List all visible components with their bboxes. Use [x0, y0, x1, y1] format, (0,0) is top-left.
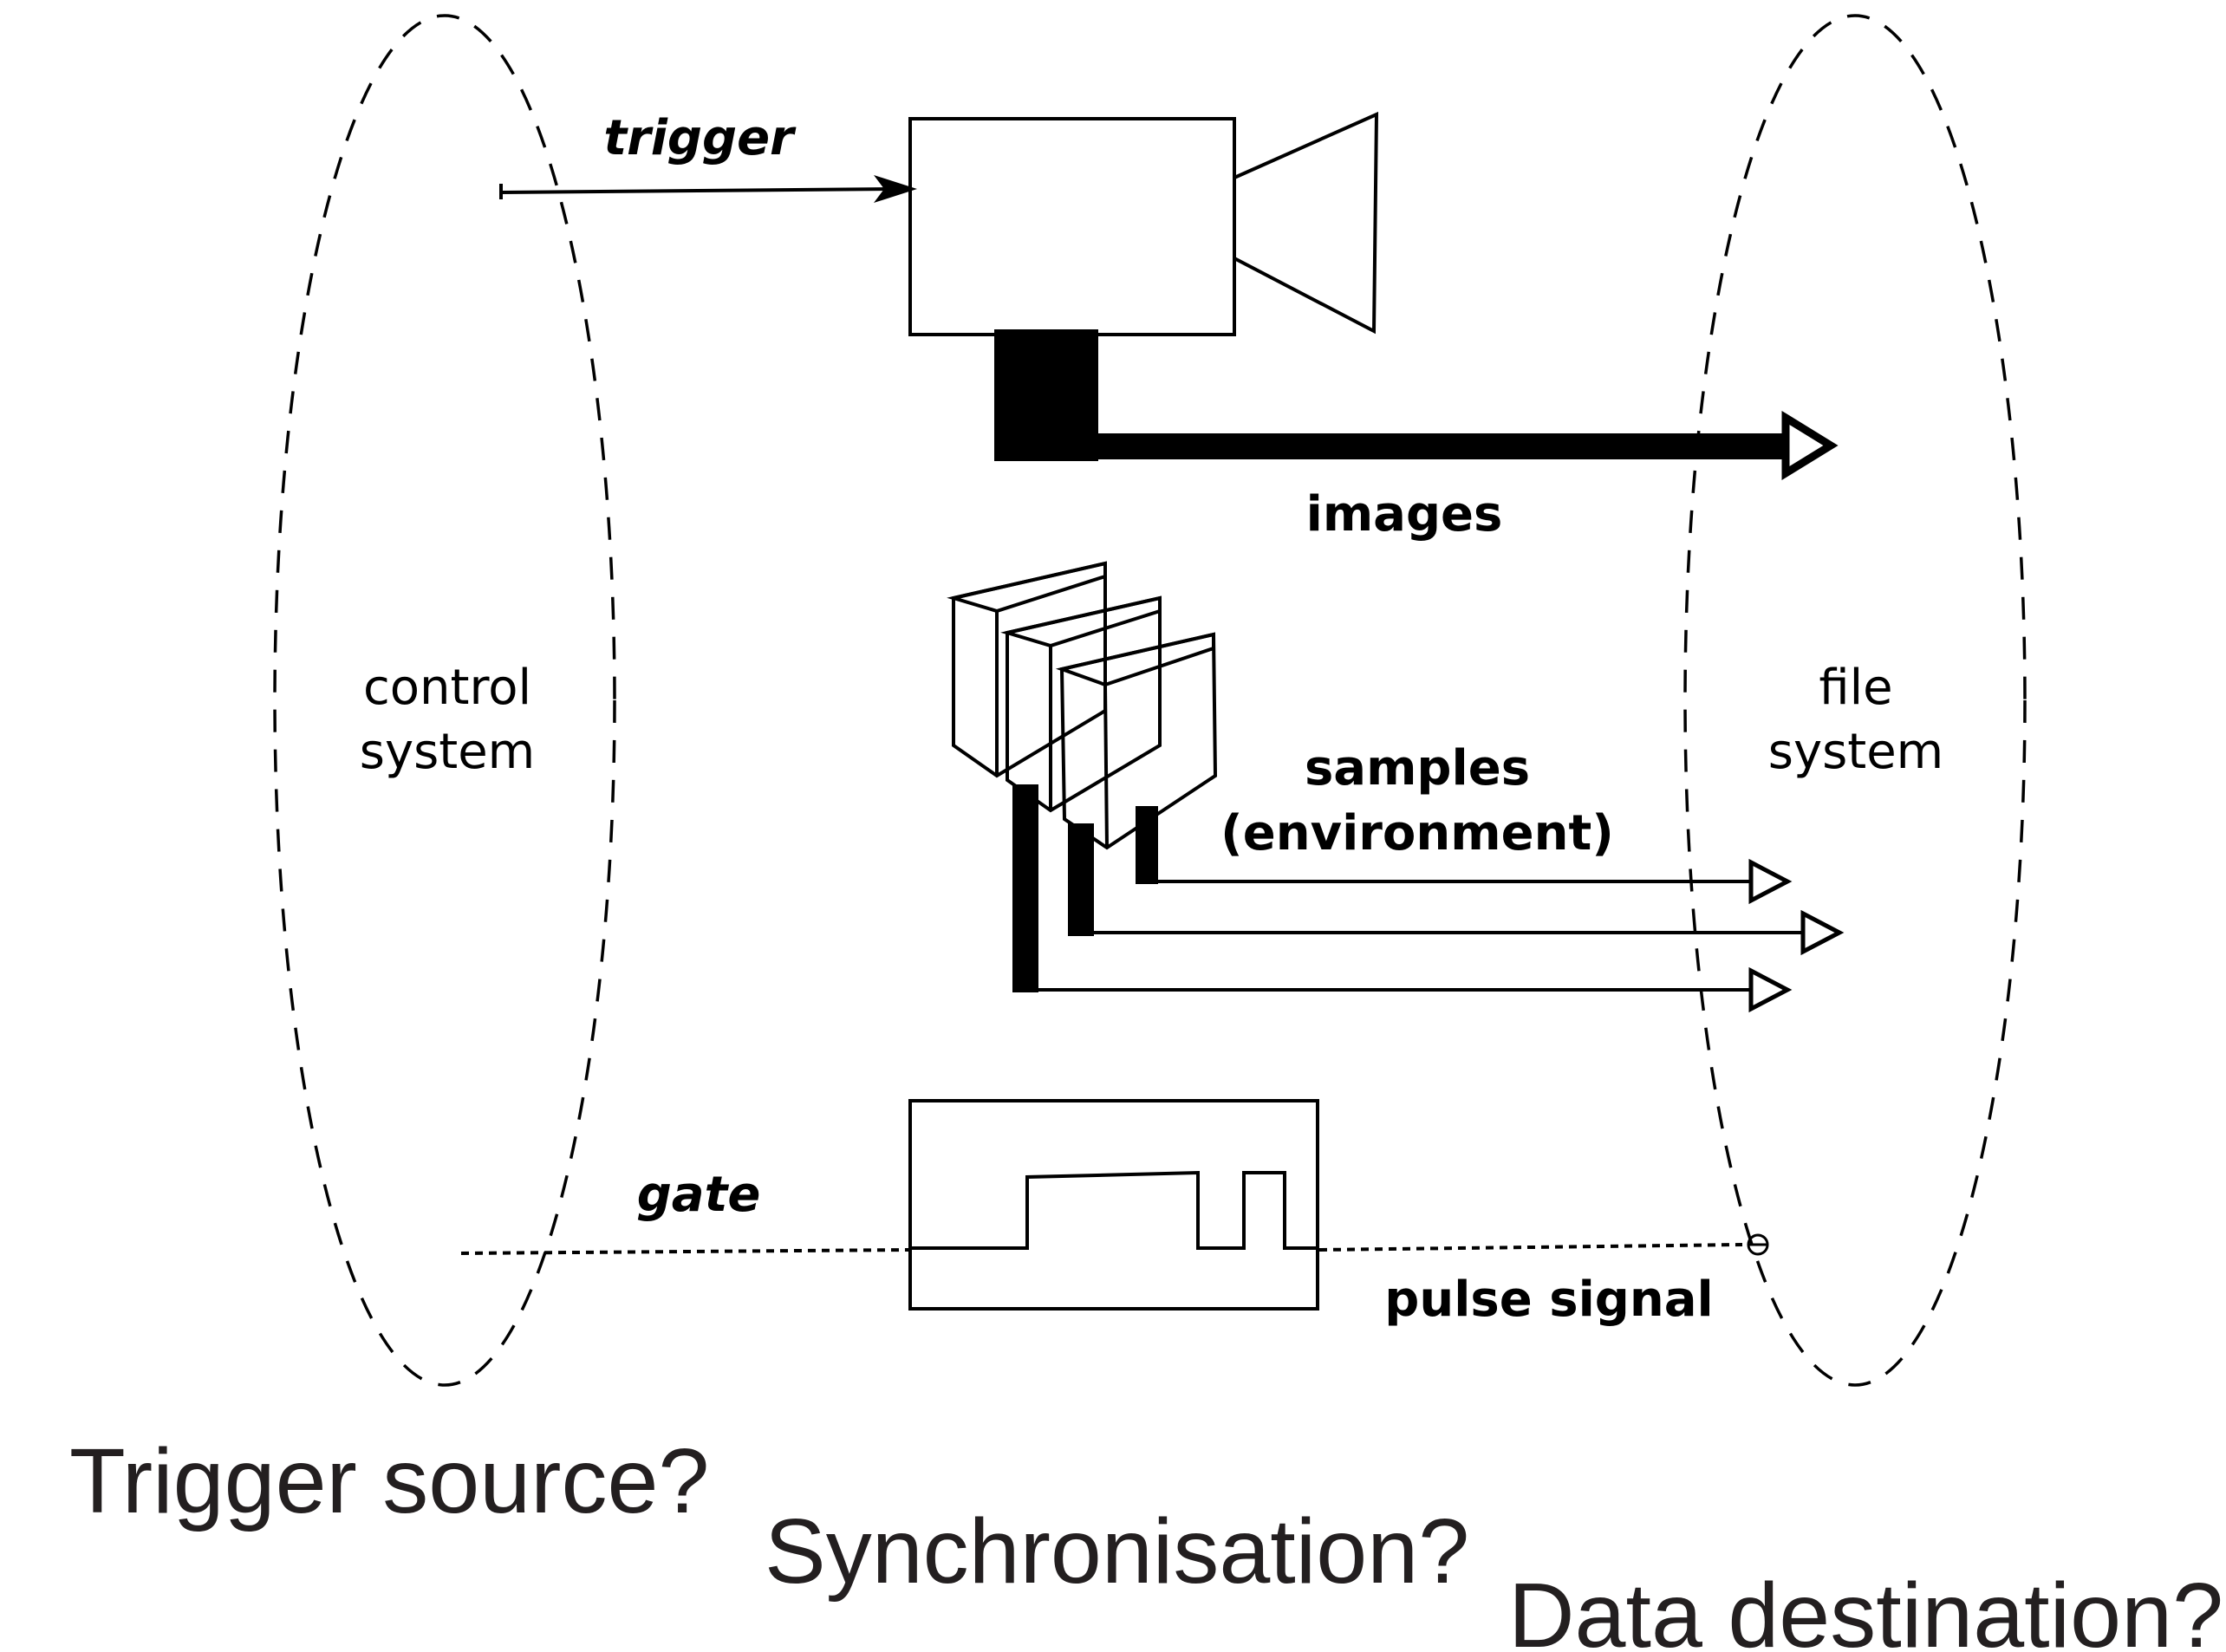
images-label: images — [1306, 486, 1503, 543]
pulse-signal-box — [908, 1099, 1319, 1311]
gate-label: gate — [637, 1167, 761, 1223]
sample-stem-3 — [1136, 806, 1158, 884]
sample-stem-1 — [1012, 784, 1038, 992]
synchronisation-question: Synchronisation? — [765, 1500, 1469, 1603]
images-arrow — [1097, 410, 1839, 481]
camera-icon — [908, 111, 1379, 461]
file-system-label-line1: file — [1819, 660, 1892, 716]
sensor-icon-2 — [1000, 595, 1162, 813]
control-system-label-line2: system — [360, 724, 535, 780]
trigger-arrow — [499, 175, 917, 203]
pulse-signal-endpoint-icon — [1747, 1233, 1769, 1256]
sensor-icon-1 — [947, 561, 1107, 778]
pulse-signal-label: pulse signal — [1384, 1272, 1713, 1328]
gate-line — [460, 1248, 909, 1255]
sample-stem-2 — [1068, 823, 1094, 936]
pulse-signal-line — [1318, 1243, 1743, 1252]
sensor-icon-3 — [1055, 632, 1218, 850]
trigger-label: trigger — [603, 110, 797, 166]
trigger-source-question: Trigger source? — [69, 1430, 709, 1532]
control-system-boundary — [273, 14, 616, 1387]
file-system-label-line2: system — [1768, 724, 1943, 780]
file-system-boundary — [1683, 14, 2027, 1387]
samples-label: samples — [1305, 740, 1530, 797]
data-destination-question: Data destination? — [1508, 1564, 2223, 1652]
environment-label: (environment) — [1220, 805, 1614, 862]
sample-arrow-1 — [1158, 858, 1793, 905]
sample-arrow-3 — [1012, 966, 1793, 1013]
control-system-label-line1: control — [363, 660, 531, 716]
sample-arrow-2 — [1068, 909, 1845, 956]
